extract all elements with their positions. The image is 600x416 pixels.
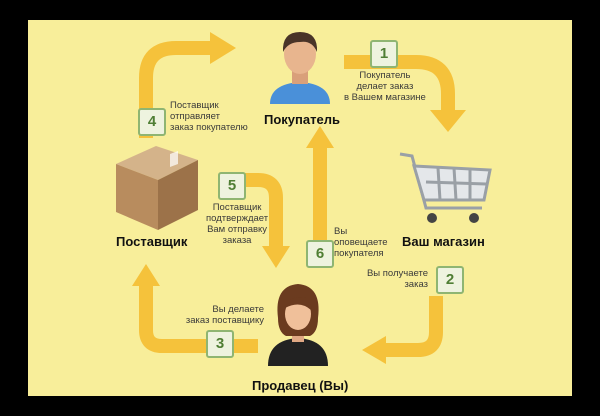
- step-badge-3: 3: [206, 330, 234, 358]
- step-2-description: Вы получаете заказ: [366, 268, 428, 290]
- step-3-description: Вы делаете заказ поставщику: [185, 304, 264, 326]
- step-badge-4: 4: [138, 108, 166, 136]
- shop-label: Ваш магазин: [402, 234, 485, 249]
- buyer-label: Покупатель: [264, 112, 340, 127]
- seller-label: Продавец (Вы): [252, 378, 349, 393]
- step-badge-6: 6: [306, 240, 334, 268]
- woman-avatar-icon: [268, 284, 328, 366]
- cardboard-box-icon: [116, 146, 198, 230]
- step-badge-1: 1: [370, 40, 398, 68]
- supplier-label: Поставщик: [116, 234, 188, 249]
- man-avatar-icon: [270, 32, 330, 104]
- diagram-canvas: Покупатель Ваш магазин Продавец (Вы) Пос…: [28, 20, 572, 396]
- arrow-shop-to-seller: [384, 296, 443, 357]
- step-badge-5: 5: [218, 172, 246, 200]
- arrowhead-buyer: [210, 32, 236, 64]
- arrowhead-notifies: [306, 126, 334, 148]
- arrow-seller-to-supplier: [139, 282, 258, 353]
- step-badge-2: 2: [436, 266, 464, 294]
- arrowhead-confirms: [262, 246, 290, 268]
- arrow-supplier-confirms: [236, 173, 283, 248]
- arrowhead-seller: [362, 336, 386, 364]
- step-6-description: Вы оповещаете покупателя: [334, 226, 388, 259]
- arrowhead-shop: [430, 110, 466, 132]
- arrowhead-supplier: [132, 264, 160, 286]
- step-5-description: Поставщик подтверждает Вам отправку зака…: [206, 202, 269, 246]
- arrow-buyer-to-shop: [344, 55, 455, 112]
- step-4-description: Поставщик отправляет заказ покупателю: [170, 100, 248, 133]
- flow-arrows: [116, 32, 492, 366]
- shopping-cart-icon: [399, 152, 492, 210]
- arrow-supplier-to-buyer: [139, 41, 212, 138]
- step-1-description: Покупатель делает заказ в Вашем магазине: [344, 70, 426, 103]
